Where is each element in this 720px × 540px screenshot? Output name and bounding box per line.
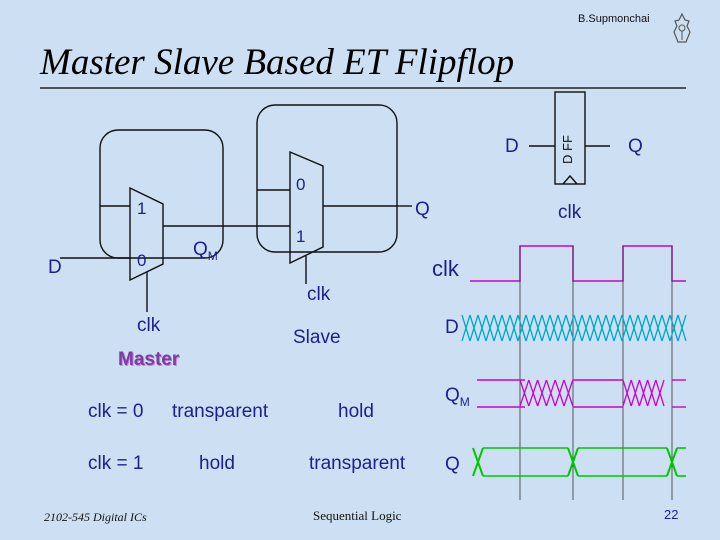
qm-waveform-segment	[630, 379, 641, 407]
master-clk-label: clk	[137, 315, 161, 336]
d-waveform-segment	[493, 314, 503, 342]
d-waveform-segment	[605, 314, 615, 342]
q-waveform-transition	[472, 447, 484, 477]
slave-in1-label: 1	[296, 227, 306, 246]
slave-clk-label: clk	[307, 284, 331, 305]
qm-sub: M	[207, 249, 218, 263]
wave-clk-label: clk	[432, 256, 459, 281]
master-in0-label: 0	[137, 251, 147, 270]
qm-waveform-segment	[519, 379, 530, 407]
wave-qm-main: Q	[445, 385, 460, 406]
d-waveform-segment	[637, 314, 647, 342]
wave-d-label: D	[445, 317, 459, 338]
clk-waveform	[470, 245, 686, 282]
table-row-1-condition: clk = 1	[88, 453, 144, 474]
footer-topic: Sequential Logic	[313, 508, 402, 523]
author-label: B.Supmonchai	[578, 13, 650, 25]
master-d-input-label: D	[48, 257, 62, 278]
title-rule	[40, 87, 686, 89]
slave-q-label: Q	[415, 199, 430, 220]
d-waveform-segment	[509, 314, 519, 342]
qm-waveform-segment	[638, 379, 649, 407]
wave-qm-sub: M	[459, 395, 470, 409]
d-waveform-segment	[461, 314, 471, 342]
d-waveform-segment	[525, 314, 535, 342]
q-waveform-transition	[666, 447, 678, 477]
university-logo-icon	[673, 12, 691, 43]
wave-q-label: Q	[445, 454, 460, 475]
d-waveform-segment	[477, 314, 487, 342]
d-waveform-segment	[501, 314, 511, 342]
d-waveform-segment	[565, 314, 575, 342]
qm-waveform-segment	[545, 379, 556, 407]
d-waveform-segment	[653, 314, 663, 342]
d-waveform-segment	[517, 314, 527, 342]
table-row-0-slave: hold	[338, 401, 374, 422]
qm-main: Q	[193, 239, 208, 260]
table-row-0-master: transparent	[172, 401, 269, 422]
d-waveform-segment	[613, 314, 623, 342]
page-title: Master Slave Based ET Flipflop	[40, 42, 515, 83]
d-waveform-segment	[581, 314, 591, 342]
dff-box	[554, 91, 586, 185]
master-mux	[129, 186, 164, 282]
d-waveform-segment	[541, 314, 551, 342]
d-waveform-segment	[661, 314, 671, 342]
footer-course: 2102-545 Digital ICs	[44, 510, 147, 524]
qm-waveform-segment	[563, 379, 574, 407]
qm-waveform-segment	[655, 379, 665, 407]
dff-d-label: D	[505, 136, 519, 157]
qm-waveform-segment	[528, 379, 539, 407]
table-row-1-slave: transparent	[309, 453, 406, 474]
qm-waveform-segment	[554, 379, 565, 407]
wave-qm-label: QM	[445, 385, 470, 408]
dff-q-label: Q	[628, 136, 643, 157]
table-row-0-condition: clk = 0	[88, 401, 144, 422]
slave-title: Slave	[293, 327, 341, 348]
d-waveform-segment	[677, 314, 687, 342]
qm-waveform-segment	[536, 379, 548, 407]
d-waveform-segment	[645, 314, 655, 342]
master-feedback-loop	[99, 129, 224, 259]
qm-waveform-segment	[646, 379, 657, 407]
dff-clk-label: clk	[558, 202, 582, 223]
master-title: Master	[118, 349, 180, 370]
d-waveform-segment	[629, 314, 639, 342]
footer-page-number: 22	[664, 507, 679, 522]
slave-in0-label: 0	[296, 175, 306, 194]
d-waveform-segment	[597, 314, 607, 342]
d-waveform-segment	[549, 314, 559, 342]
d-waveform-segment	[573, 314, 583, 342]
q-waveform-transition	[567, 447, 579, 477]
d-waveform-segment	[589, 314, 599, 342]
table-row-1-master: hold	[199, 453, 235, 474]
d-waveform-segment	[669, 314, 679, 342]
slave-feedback-loop	[256, 104, 398, 253]
d-waveform-segment	[533, 314, 543, 342]
d-waveform-segment	[469, 314, 479, 342]
d-waveform-segment	[485, 314, 495, 342]
d-waveform-segment	[557, 314, 567, 342]
d-waveform-segment	[621, 314, 631, 342]
master-in1-label: 1	[137, 199, 147, 218]
qm-waveform-segment	[622, 379, 632, 407]
qm-label: QM	[193, 239, 218, 262]
